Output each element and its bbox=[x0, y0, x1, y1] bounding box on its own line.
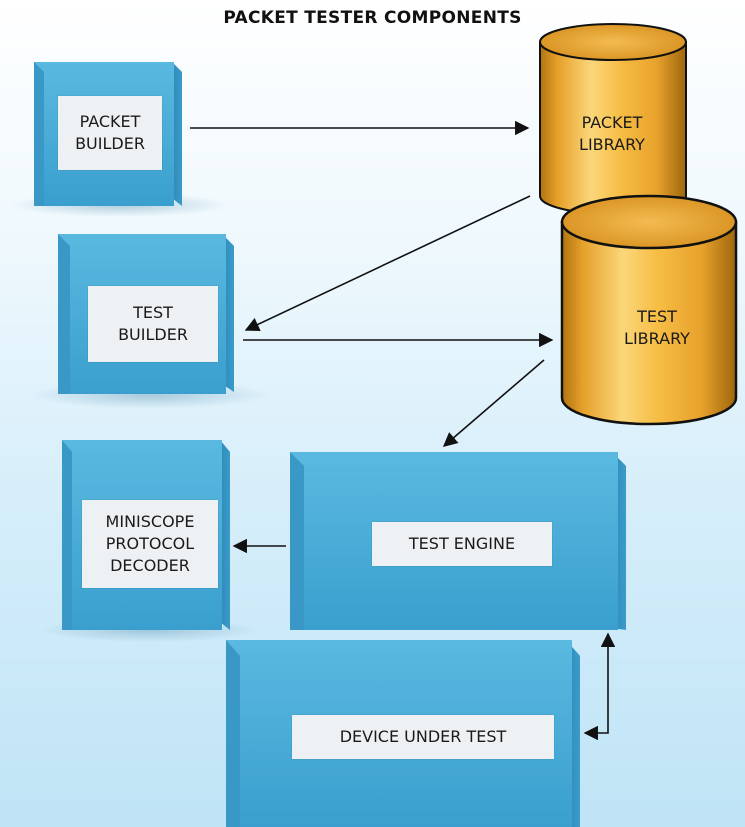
arrow-packet-library-to-test-builder bbox=[244, 195, 531, 331]
test-library-label: TEST LIBRARY bbox=[624, 307, 690, 348]
arrow-test-library-to-test-engine bbox=[442, 359, 545, 447]
device-under-test-label: DEVICE UNDER TEST bbox=[292, 715, 554, 759]
arrow-test-engine-device-bidirectional bbox=[583, 632, 616, 741]
diagram-title: PACKET TESTER COMPONENTS bbox=[223, 8, 522, 28]
packet-library-cylinder bbox=[539, 23, 687, 215]
packet-builder-label: PACKET BUILDER bbox=[58, 96, 162, 170]
miniscope-label: MINISCOPE PROTOCOL DECODER bbox=[82, 500, 218, 588]
test-builder-label: TEST BUILDER bbox=[88, 286, 218, 362]
test-engine-label: TEST ENGINE bbox=[372, 522, 552, 566]
test-library-cylinder bbox=[560, 194, 738, 426]
packet-library-label: PACKET LIBRARY bbox=[579, 113, 645, 154]
